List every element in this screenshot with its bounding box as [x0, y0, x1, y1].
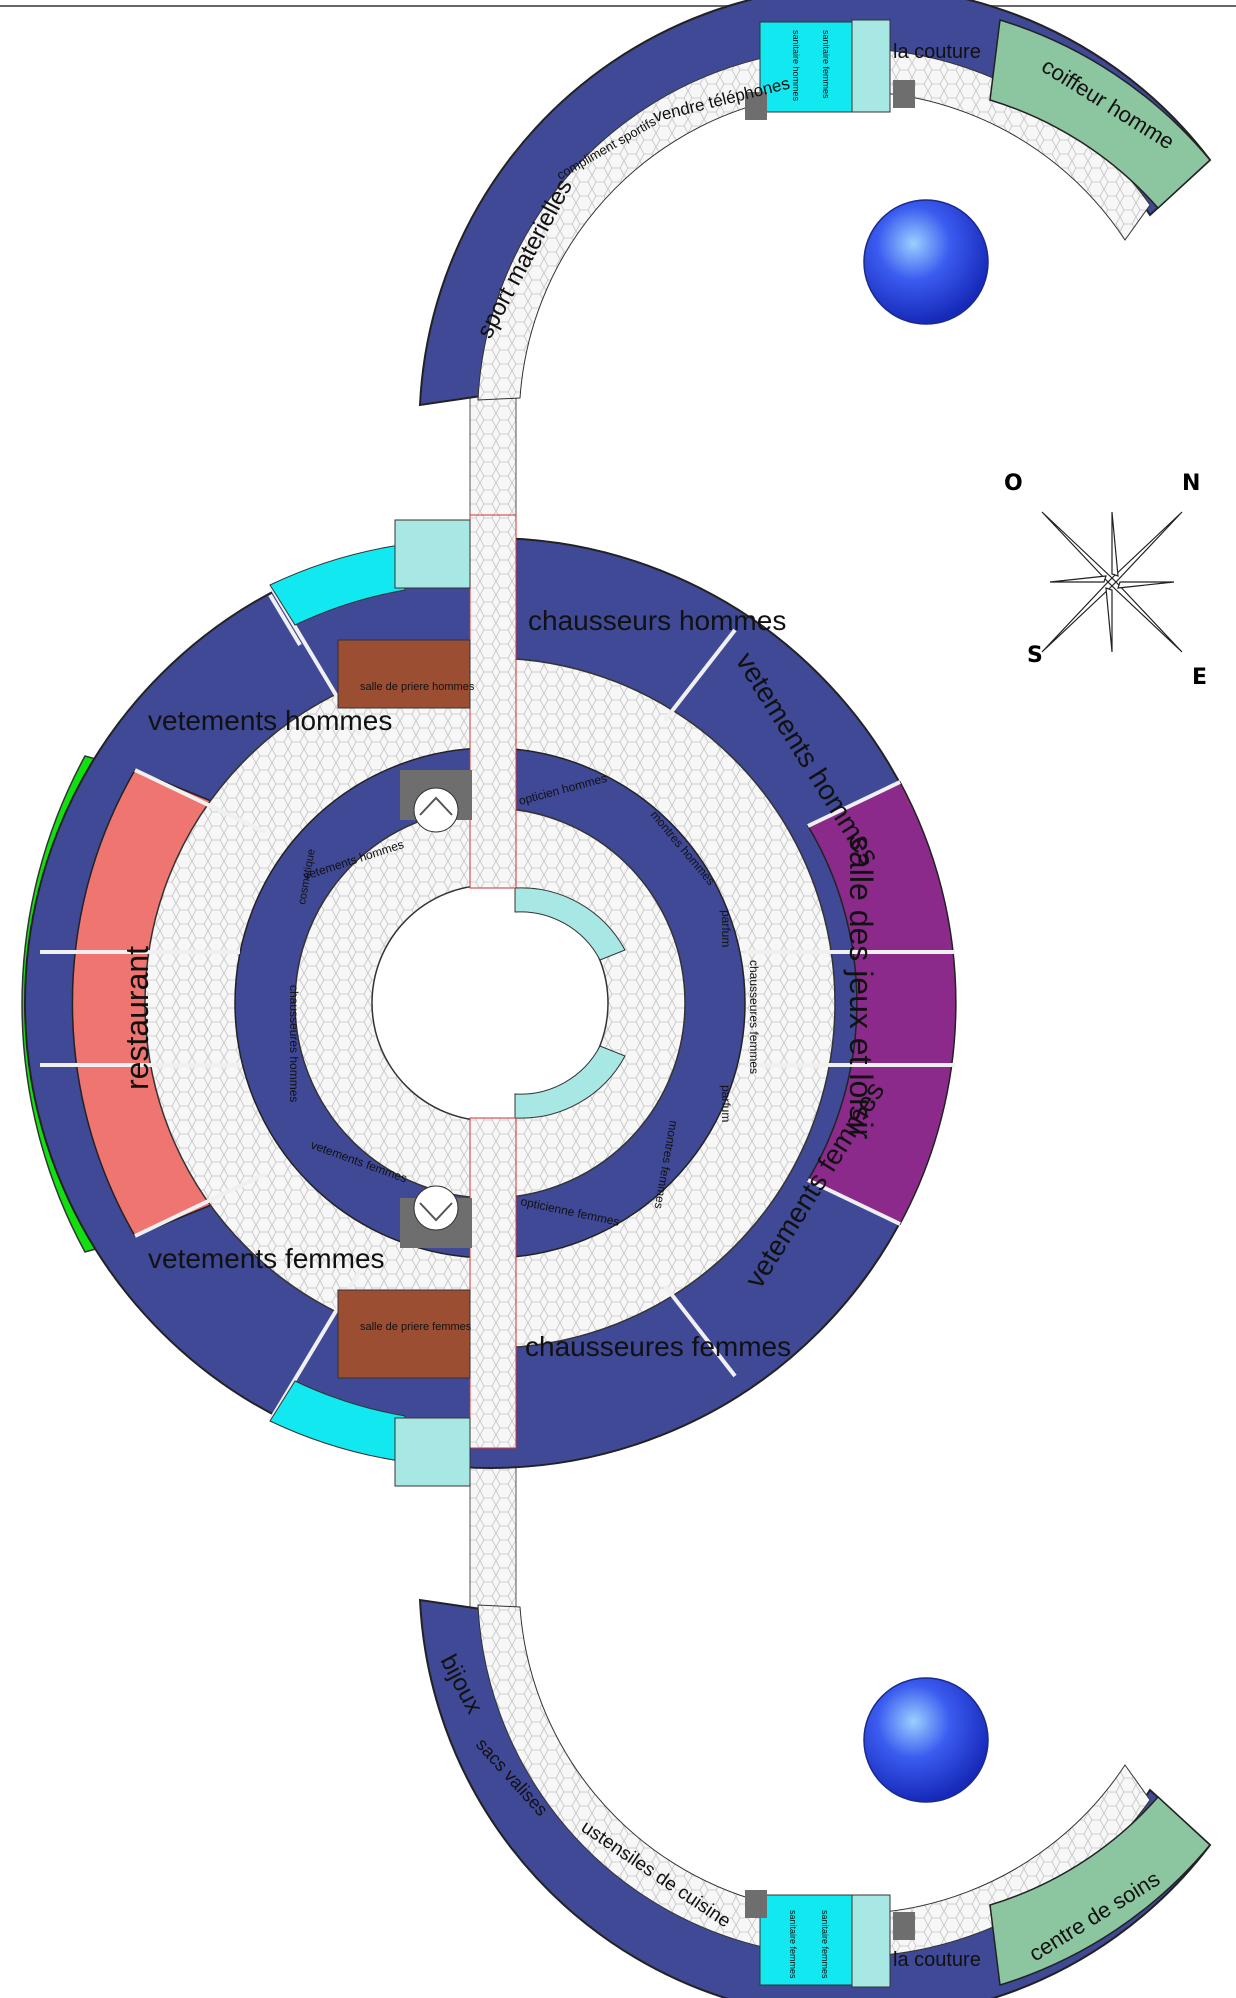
label-parfum-n: parfum	[719, 910, 733, 947]
elevator-south-b	[893, 1912, 915, 1940]
main-building	[21, 514, 957, 1487]
compass-rose-icon: N E S O	[1004, 471, 1207, 690]
elevator-icon	[400, 1185, 472, 1248]
top-border	[0, 0, 1236, 7]
label-vetements-hommes-w: vetements hommes	[148, 705, 392, 736]
label-restaurant: restaurant	[119, 946, 155, 1090]
fountain-icon	[863, 1677, 989, 1803]
stairs-south-wing	[759, 1894, 853, 1986]
label-chausseures-femmes: chausseures femmes	[525, 1331, 791, 1362]
label-couture-north: la couture	[893, 41, 981, 63]
coiffeur-area	[989, 19, 1212, 210]
stairs-block-s	[394, 1417, 471, 1487]
label-sanitaire-s1: sanitaire femmes	[788, 1910, 798, 1979]
label-chausseures-femmes-inner: chausseures femmes	[747, 960, 761, 1074]
south-wing-walkway	[477, 1604, 1151, 1958]
stairs-north-wing	[759, 21, 853, 113]
corridor-center-south	[469, 1117, 517, 1449]
fountain-icon	[863, 199, 989, 325]
elevator-south-a	[745, 1890, 767, 1918]
compass-n: N	[1182, 471, 1200, 496]
label-vetements-femmes-w: vetements femmes	[148, 1243, 385, 1274]
compass-o: O	[1004, 471, 1023, 496]
prayer-room-women	[337, 1289, 471, 1379]
corridor-north	[469, 394, 517, 516]
elevator-icon	[400, 770, 472, 833]
corridor-center-north	[469, 514, 517, 889]
stairs-north-wing-light	[851, 19, 891, 113]
stairs-south-wing-light	[851, 1894, 891, 1988]
north-wing	[418, 0, 1212, 407]
label-salle-jeux: salle des jeux et loisir	[843, 835, 879, 1139]
label-couture-south: la couture	[893, 1949, 981, 1971]
label-sanitaire-n1: sanitaire hommes	[791, 30, 801, 102]
label-chausseures-hommes-inner: chausseures hommes	[287, 985, 301, 1102]
label-sanitaire-s2: sanitaire femmes	[820, 1910, 830, 1979]
label-priere-hommes: salle de priere hommes	[360, 681, 475, 693]
stairs-block-n	[394, 519, 471, 589]
label-priere-femmes: salle de priere femmes	[360, 1321, 472, 1333]
compass-s: S	[1027, 643, 1043, 668]
soins-area	[989, 1795, 1212, 1986]
elevator-arc-south	[514, 1045, 626, 1119]
elevator-arc-north	[514, 887, 626, 961]
elevator-north-b	[893, 80, 915, 108]
elevator-north-a	[745, 92, 767, 120]
radial-dividers	[40, 583, 955, 1423]
north-wing-walkway	[477, 47, 1151, 401]
south-wing	[418, 1598, 1212, 1998]
label-sanitaire-n2: sanitaire femmes	[821, 30, 831, 99]
prayer-room-men	[337, 639, 471, 709]
label-chausseurs-hommes: chausseurs hommes	[528, 605, 786, 636]
label-parfum-s: parfum	[719, 1085, 733, 1122]
compass-e: E	[1192, 665, 1207, 690]
